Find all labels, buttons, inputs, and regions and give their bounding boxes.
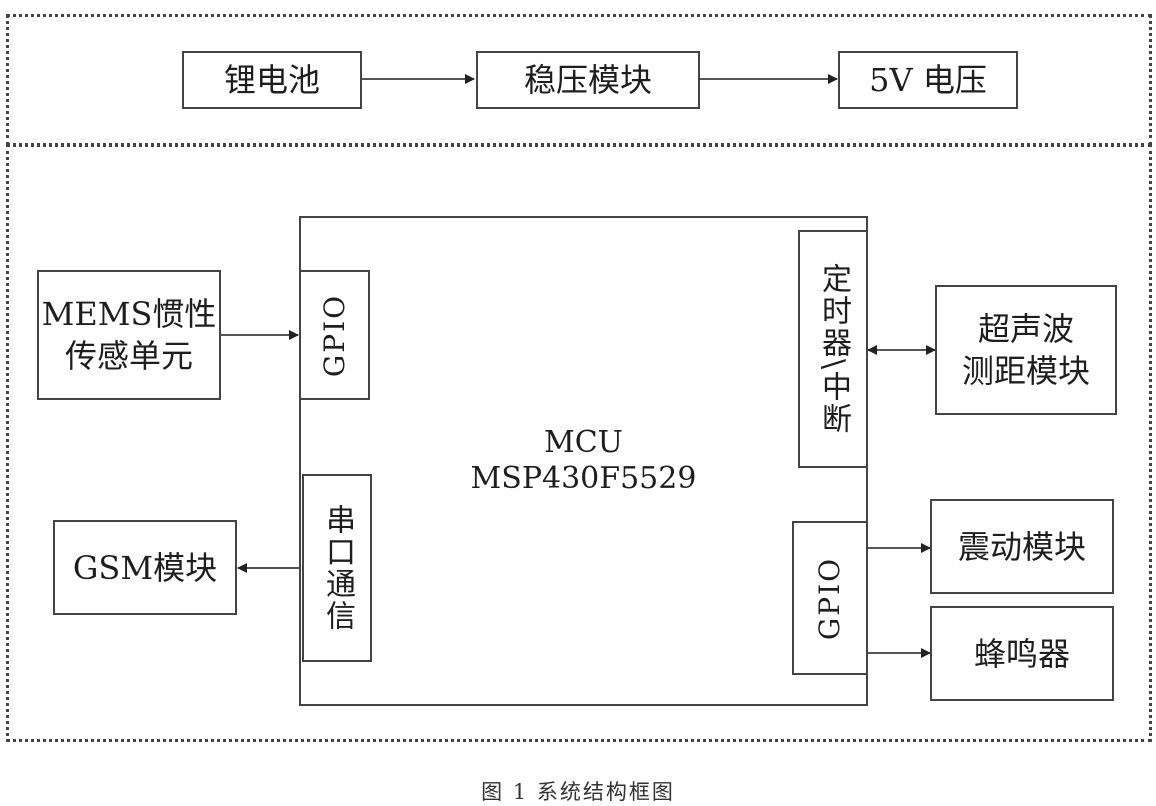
uart-port: 串口通信 xyxy=(302,474,372,662)
buzzer-box: 蜂鸣器 xyxy=(930,606,1114,701)
vibration-label: 震动模块 xyxy=(957,527,1086,566)
imu-box: MEMS惯性 传感单元 xyxy=(37,270,221,400)
mcu-box: MCU MSP430F5529 xyxy=(299,216,868,706)
gpio-port-right-label: GPIO xyxy=(813,556,847,640)
battery-label: 锂电池 xyxy=(223,61,320,99)
timer-interrupt-label: 定时器\中断 xyxy=(816,262,851,436)
vibration-box: 震动模块 xyxy=(930,499,1114,594)
regulator-label: 稳压模块 xyxy=(523,61,652,99)
gsm-label: GSM模块 xyxy=(72,548,218,587)
mcu-name: MCU xyxy=(544,425,623,460)
mcu-model: MSP430F5529 xyxy=(470,461,697,496)
uart-port-label: 串口通信 xyxy=(320,504,355,632)
ultrasonic-box: 超声波 测距模块 xyxy=(935,285,1117,415)
voltage-output-box: 5V 电压 xyxy=(838,51,1018,109)
imu-label: MEMS惯性 传感单元 xyxy=(41,295,217,375)
gsm-box: GSM模块 xyxy=(53,520,237,615)
gpio-port-left: GPIO xyxy=(299,270,370,400)
gpio-port-right: GPIO xyxy=(792,521,868,675)
battery-box: 锂电池 xyxy=(182,51,362,109)
voltage-output-label: 5V 电压 xyxy=(869,61,987,99)
figure-caption: 图 1 系统结构框图 xyxy=(481,780,675,804)
gpio-port-left-label: GPIO xyxy=(318,293,352,377)
regulator-box: 稳压模块 xyxy=(476,51,700,109)
buzzer-label: 蜂鸣器 xyxy=(973,634,1070,673)
ultrasonic-label: 超声波 测距模块 xyxy=(961,310,1090,390)
timer-interrupt-port: 定时器\中断 xyxy=(798,230,868,468)
system-section-frame xyxy=(6,144,1152,742)
